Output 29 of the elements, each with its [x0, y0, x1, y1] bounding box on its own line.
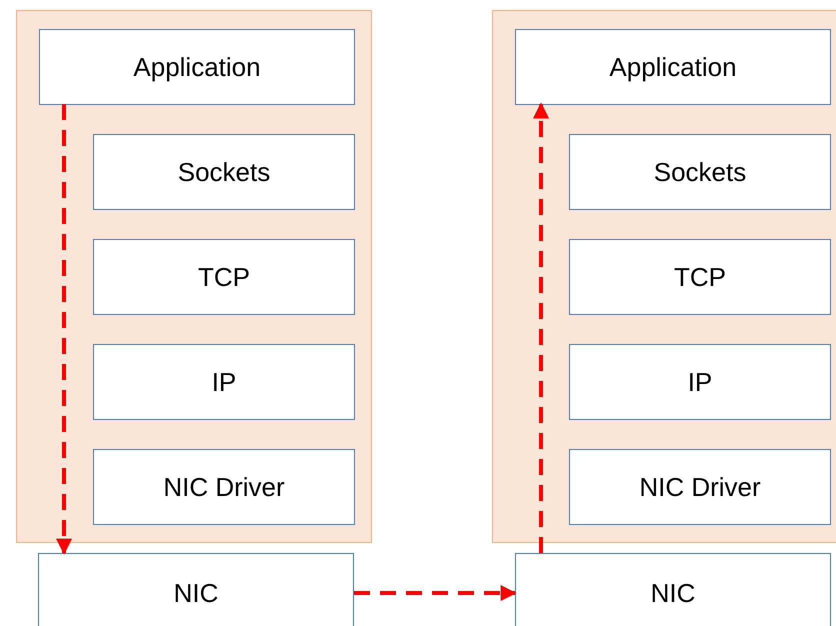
layer-box [569, 134, 831, 210]
layer-box [515, 29, 831, 105]
layer-label: TCP [198, 262, 250, 292]
arrow [354, 585, 517, 601]
layer-label: IP [212, 366, 236, 398]
layer-label: Sockets [178, 156, 270, 188]
arrow [56, 104, 72, 555]
layer-box [93, 239, 355, 315]
layer-label: NIC Driver [163, 472, 285, 502]
layer-label: Application [133, 52, 261, 82]
arrow [533, 102, 549, 553]
layer-label: NIC [174, 578, 218, 608]
layer-box [93, 134, 355, 210]
layer-box [569, 449, 831, 525]
layer-box [93, 344, 355, 420]
layer-box [93, 449, 355, 525]
layer-label: Application [609, 52, 737, 82]
layer-box [569, 344, 831, 420]
layer-label: IP [688, 366, 712, 398]
layer-box [515, 553, 831, 626]
layer-label: NIC Driver [639, 472, 761, 502]
layer-box [569, 239, 831, 315]
stack-panel [492, 10, 836, 543]
layer-box [38, 553, 354, 626]
layer-label: NIC [650, 578, 696, 608]
layer-label: TCP [674, 262, 726, 292]
layer-label: Sockets [654, 156, 746, 188]
layer-box [39, 29, 355, 105]
stack-panel [16, 10, 372, 543]
